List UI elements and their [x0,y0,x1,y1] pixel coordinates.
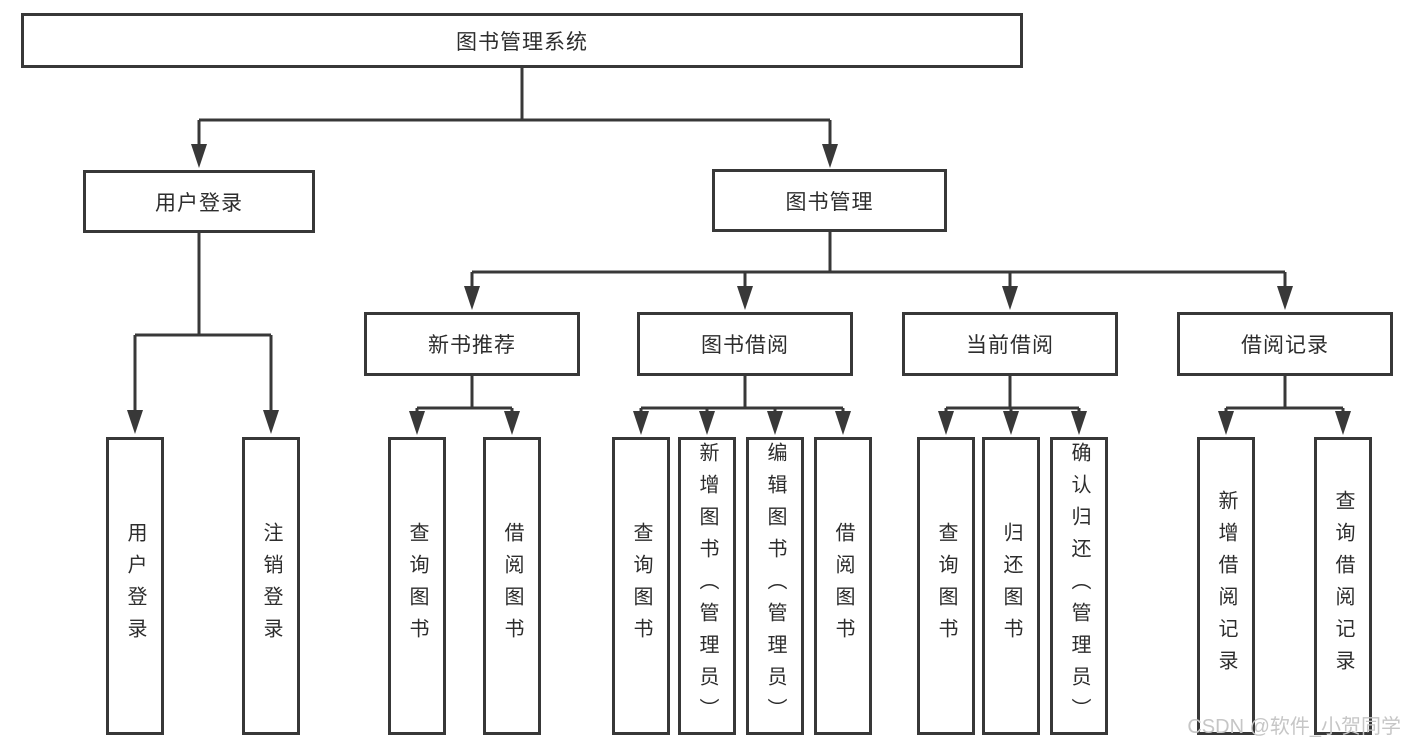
connector-user-login-to-leaves [127,233,279,434]
leaf-edit-books-admin-label: 编辑图书（管理员） [764,442,786,730]
leaf-add-borrow-record: 新增借阅记录 [1197,437,1255,735]
node-user-login-label: 用户登录 [155,191,243,215]
csdn-watermark: CSDN @软件_小贺同学 [1187,716,1401,738]
leaf-logout-login-label: 注销登录 [260,522,282,650]
connector-borrow-records-to-leaves [1218,376,1351,435]
leaf-borrow-books-recommend-label: 借阅图书 [501,522,523,650]
node-new-book-recommend: 新书推荐 [364,312,580,376]
node-root-label: 图书管理系统 [456,30,588,54]
leaf-borrow-books-borrow: 借阅图书 [814,437,872,735]
leaf-return-books: 归还图书 [982,437,1040,735]
node-book-borrow: 图书借阅 [637,312,853,376]
leaf-add-books-admin-label: 新增图书（管理员） [696,442,718,730]
leaf-confirm-return-admin: 确认归还（管理员） [1050,437,1108,735]
leaf-user-login-label: 用户登录 [124,522,146,650]
connector-book-borrow-to-leaves [633,376,851,435]
leaf-return-books-label: 归还图书 [1000,522,1022,650]
leaf-query-books-current: 查询图书 [917,437,975,735]
leaf-borrow-books-recommend: 借阅图书 [483,437,541,735]
connector-book-management-to-modules [464,232,1293,310]
node-user-login: 用户登录 [83,170,315,233]
node-borrow-records: 借阅记录 [1177,312,1393,376]
leaf-add-books-admin: 新增图书（管理员） [678,437,736,735]
leaf-user-login: 用户登录 [106,437,164,735]
leaf-query-borrow-record: 查询借阅记录 [1314,437,1372,735]
node-root-system: 图书管理系统 [21,13,1023,68]
node-book-management-label: 图书管理 [785,190,874,214]
leaf-query-books-recommend-label: 查询图书 [406,522,428,650]
connector-root-to-branches [191,68,838,168]
leaf-add-borrow-record-label: 新增借阅记录 [1215,490,1237,682]
node-current-borrow: 当前借阅 [902,312,1118,376]
leaf-query-borrow-record-label: 查询借阅记录 [1332,490,1354,682]
connector-new-book-recommend-to-leaves [409,376,520,435]
leaf-edit-books-admin: 编辑图书（管理员） [746,437,804,735]
leaf-query-books-borrow-label: 查询图书 [630,522,652,650]
connector-current-borrow-to-leaves [938,376,1087,435]
node-book-borrow-label: 图书借阅 [701,334,789,357]
leaf-query-books-current-label: 查询图书 [935,522,957,650]
node-current-borrow-label: 当前借阅 [966,334,1054,357]
node-book-management: 图书管理 [712,169,947,232]
node-new-book-recommend-label: 新书推荐 [428,334,516,357]
leaf-query-books-borrow: 查询图书 [612,437,670,735]
node-borrow-records-label: 借阅记录 [1241,334,1329,357]
leaf-confirm-return-admin-label: 确认归还（管理员） [1068,442,1090,730]
leaf-query-books-recommend: 查询图书 [388,437,446,735]
leaf-borrow-books-borrow-label: 借阅图书 [832,522,854,650]
leaf-logout-login: 注销登录 [242,437,300,735]
